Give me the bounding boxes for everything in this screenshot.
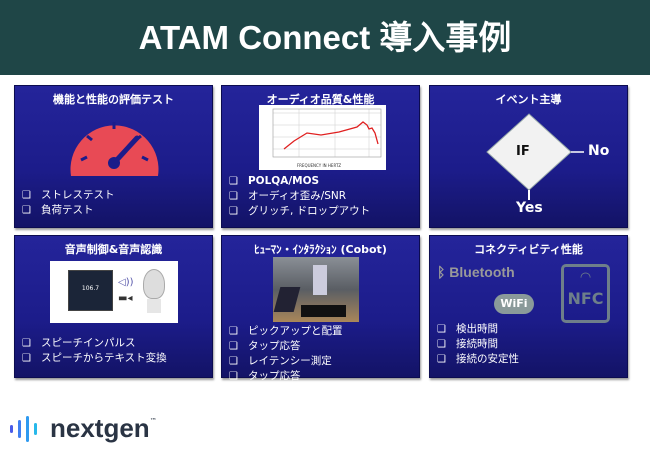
panel-voice-recognition: 音声制御&音声認識 106.7 ◁)) ▬◂ スピーチインパルス スピーチからテ… (14, 235, 213, 378)
panel-title: 音声制御&音声認識 (64, 243, 163, 256)
if-label: IF (516, 144, 530, 159)
panel-event-driven: イベント主導 IF No Yes (429, 85, 628, 228)
list-item: タップ応答 (229, 369, 342, 384)
frequency-response-chart: FREQUENCY IN HERTZ (259, 105, 386, 170)
list-item: 接続時間 (437, 337, 519, 352)
robot-arm (313, 265, 327, 295)
yes-connector (528, 190, 530, 200)
panel-audio-quality: オーディオ品質&性能 FREQUENCY IN HERTZ POLQA/MOS … (221, 85, 420, 228)
list-item: ストレステスト (22, 188, 115, 203)
nfc-signal-icon: ◠ (579, 270, 592, 285)
list-item: ピックアップと配置 (229, 324, 343, 339)
bluetooth-icon: ᛒ (437, 264, 446, 280)
list-item: 負荷テスト (22, 203, 114, 218)
decision-diamond-icon (486, 113, 584, 191)
panel-title: イベント主導 (495, 93, 562, 106)
microphone-icon: ▬◂ (118, 293, 133, 304)
panel-connectivity: コネクティビティ性能 ᛒ Bluetooth WiFi ◠ NFC 検出時間 接… (429, 235, 628, 378)
panel-function-test: 機能と性能の評価テスト ストレステスト 負荷テスト (14, 85, 213, 228)
trademark: ™ (149, 417, 157, 425)
panel-title: オーディオ品質&性能 (266, 93, 375, 106)
voice-test-image: 106.7 ◁)) ▬◂ (50, 261, 178, 323)
panel-title: 機能と性能の評価テスト (53, 93, 174, 106)
list-item: 接続の安定性 (437, 352, 519, 367)
feature-list: ピックアップと配置 タップ応答 レイテンシー測定 タップ応答 (229, 324, 343, 384)
list-item: スピーチインパルス (22, 336, 167, 351)
feature-list: ストレステスト 負荷テスト (22, 188, 115, 218)
page-title: ATAM Connect 導入事例 (0, 0, 650, 75)
panel-cobot: ﾋｭｰﾏﾝ・ｲﾝﾀﾗｸｼｮﾝ (Cobot) ピックアップと配置 タップ応答 レ… (221, 235, 420, 382)
infotainment-screen: 106.7 (68, 270, 113, 311)
panel-title: ﾋｭｰﾏﾝ・ｲﾝﾀﾗｸｼｮﾝ (Cobot) (254, 243, 387, 256)
waveform-icon (10, 415, 37, 442)
list-item: POLQA/MOS (229, 174, 370, 189)
list-item: スピーチからテキスト変換 (22, 351, 167, 366)
chart-xlabel: FREQUENCY IN HERTZ (297, 163, 342, 168)
bluetooth-logo: ᛒ Bluetooth (437, 264, 515, 280)
panel-title: コネクティビティ性能 (474, 243, 583, 256)
cobot-photo (273, 257, 359, 322)
nfc-label: NFC (567, 289, 604, 308)
list-item: レイテンシー測定 (229, 354, 342, 369)
nextgen-logo: nextgen ™ (8, 413, 157, 444)
list-item: グリッチ, ドロップアウト (229, 204, 370, 219)
speaker-icon: ◁)) (118, 277, 134, 288)
list-item: 検出時間 (437, 322, 519, 337)
feature-list: POLQA/MOS オーディオ歪み/SNR グリッチ, ドロップアウト (229, 174, 370, 219)
head-simulator-icon (143, 269, 165, 299)
nfc-logo: ◠ NFC (561, 264, 610, 323)
feature-list: 検出時間 接続時間 接続の安定性 (437, 322, 519, 367)
logo-text: nextgen (50, 413, 150, 443)
wifi-logo: WiFi (494, 294, 534, 314)
list-item: タップ応答 (229, 339, 342, 354)
bluetooth-label: Bluetooth (449, 264, 515, 280)
list-item: オーディオ歪み/SNR (229, 189, 370, 204)
feature-list: スピーチインパルス スピーチからテキスト変換 (22, 336, 167, 366)
no-label: No (588, 143, 610, 159)
yes-label: Yes (516, 200, 543, 216)
keyboard (301, 305, 346, 317)
speedometer-icon (70, 122, 159, 176)
tablet (273, 287, 301, 312)
